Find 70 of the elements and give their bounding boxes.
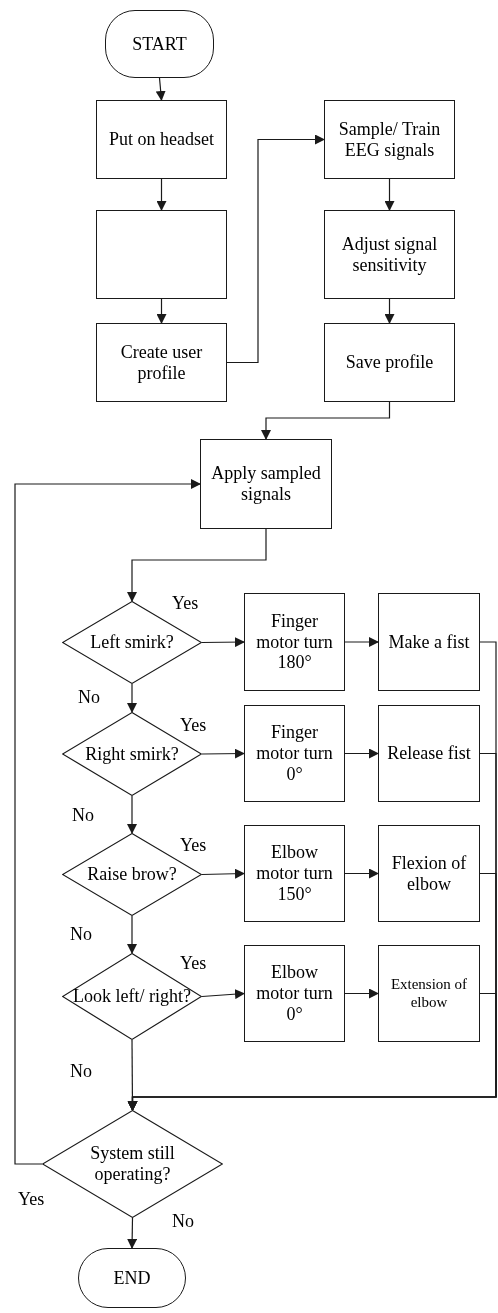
- arrow: [201, 637, 245, 648]
- node-text: END: [112, 1267, 152, 1289]
- arrow: [156, 178, 167, 211]
- node-text: Put on headset: [108, 129, 215, 150]
- node-text: Apply sampled signals: [210, 463, 322, 505]
- arrow: [155, 77, 166, 101]
- edge-label: No: [78, 688, 100, 706]
- process-box: [244, 945, 345, 1042]
- node-text: Release fist: [386, 743, 472, 764]
- arrow: [127, 915, 137, 954]
- arrow: [344, 988, 379, 999]
- process-box: [96, 210, 227, 299]
- arrow: [127, 795, 137, 834]
- edge-label: Yes: [180, 954, 207, 972]
- arrow: [14, 479, 201, 1165]
- arrow: [261, 401, 391, 440]
- node-text: Save profile: [344, 352, 435, 373]
- node-text: Finger motor turn 180°: [255, 610, 334, 674]
- edge-label: Yes: [172, 594, 199, 612]
- node-text: Elbow motor turn 0°: [255, 962, 334, 1025]
- process-box: [200, 439, 332, 529]
- node-text: Adjust signal sensitivity: [340, 233, 439, 276]
- arrow: [226, 134, 325, 364]
- edge-label: Yes: [180, 836, 207, 854]
- arrow: [127, 683, 137, 713]
- node-text: Finger motor turn 0°: [255, 722, 334, 785]
- process-box: [244, 825, 345, 922]
- node-text: Extension of elbow: [389, 976, 469, 1011]
- arrow: [384, 178, 395, 211]
- process-box: [324, 210, 455, 299]
- arrow: [201, 989, 245, 1000]
- node-text: Create user profile: [119, 341, 204, 384]
- node-text: Left smirk?: [89, 632, 175, 653]
- process-box: [244, 705, 345, 802]
- terminal-shape: [105, 10, 214, 78]
- edge-label: No: [70, 925, 92, 943]
- process-box: [244, 593, 345, 691]
- arrow: [127, 528, 267, 602]
- edge-label: No: [70, 1062, 92, 1080]
- edge-label: No: [72, 806, 94, 824]
- arrow: [201, 868, 245, 879]
- terminal-shape: [78, 1248, 186, 1308]
- arrow: [344, 868, 379, 879]
- process-box: [378, 945, 480, 1042]
- process-box: [324, 323, 455, 402]
- arrow: [201, 748, 245, 759]
- arrow: [127, 992, 497, 1111]
- node-text: System still operating?: [89, 1143, 176, 1185]
- node-text: Flexion of elbow: [390, 852, 468, 895]
- node-text: Raise brow?: [86, 864, 178, 885]
- node-text: Look left/ right?: [72, 986, 192, 1007]
- arrow: [384, 298, 395, 324]
- process-box: [378, 825, 480, 922]
- edge-label: No: [172, 1212, 194, 1230]
- node-text: Sample/ Train EEG signals: [337, 118, 442, 161]
- edge-label: Yes: [18, 1190, 45, 1208]
- node-text: Elbow motor turn 150°: [255, 842, 334, 905]
- arrow: [127, 1217, 138, 1249]
- process-box: [324, 100, 455, 179]
- arrow: [156, 298, 167, 324]
- arrow: [344, 637, 379, 647]
- node-text: Make a fist: [387, 631, 471, 653]
- node-text: Right smirk?: [84, 743, 180, 765]
- process-box: [378, 705, 480, 802]
- node-text: START: [131, 33, 188, 55]
- arrow: [344, 748, 379, 759]
- edge-label: Yes: [180, 716, 207, 734]
- process-box: [96, 100, 227, 179]
- process-box: [378, 593, 480, 691]
- process-box: [96, 323, 227, 402]
